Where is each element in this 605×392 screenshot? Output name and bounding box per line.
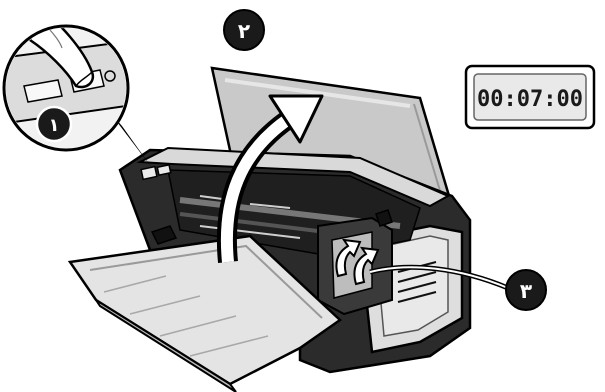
step-badge-2: ٢ (224, 10, 264, 50)
step-number-2: ٢ (238, 19, 250, 43)
step-badge-1: ١ (37, 107, 71, 141)
step-number-1: ١ (49, 115, 60, 136)
button-press-inset (0, 10, 152, 168)
step-number-3: ٣ (520, 279, 532, 303)
step-badge-3: ٣ (506, 270, 546, 310)
timer-display: 00:07:00 (466, 66, 594, 128)
timer-readout: 00:07:00 (477, 87, 583, 112)
